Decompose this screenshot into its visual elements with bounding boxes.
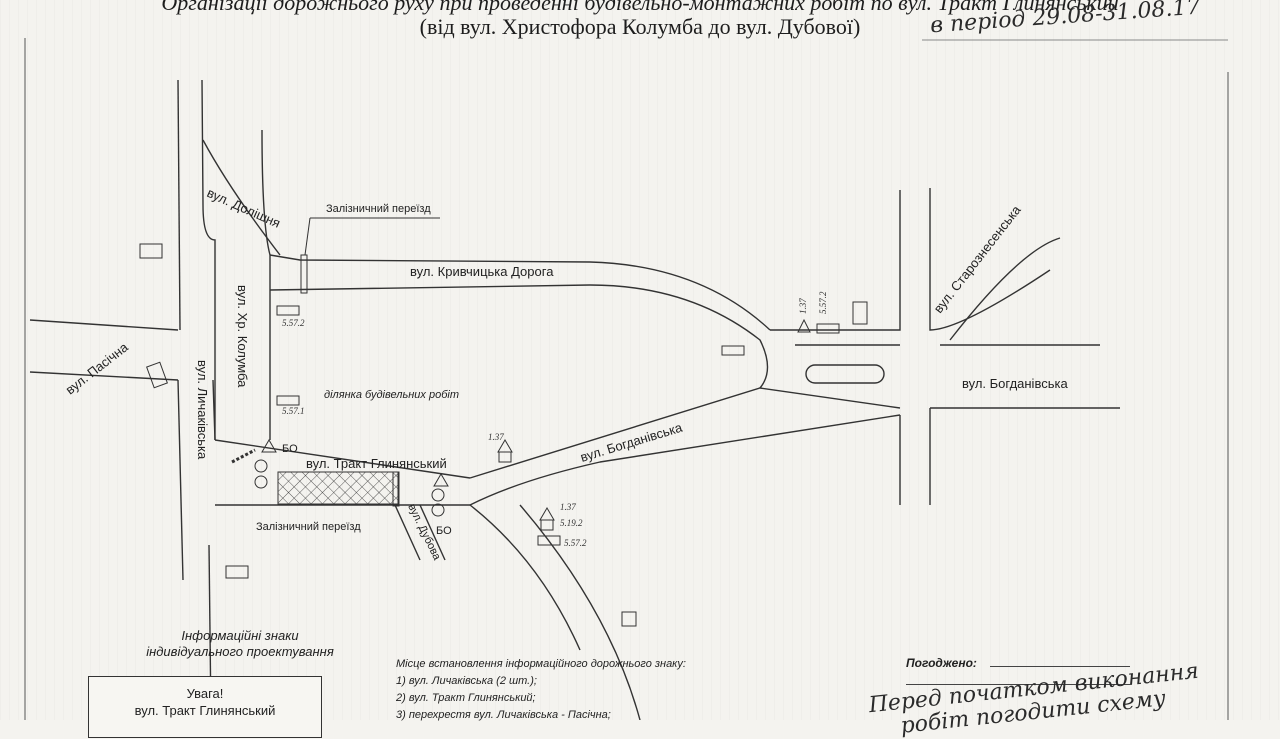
sign-code-5192: 5.19.2 (560, 518, 583, 528)
warning-triangle-icon-4 (261, 439, 277, 453)
info-sign-street: вул. Тракт Глинянський (134, 703, 276, 718)
street-label-glynianskyi: вул. Тракт Глинянський (306, 456, 447, 471)
document-title: Організації дорожнього руху при проведен… (161, 0, 1119, 15)
scan-background (0, 0, 1280, 720)
traffic-scheme-map: вул. Пасічна вул. Личаківська вул. Хр. К… (24, 38, 1229, 720)
info-signs-title: Інформаційні знаки індивідуального проек… (146, 628, 334, 659)
sign-code-5571: 5.57.1 (282, 406, 305, 416)
sign-5572-icon-3 (816, 323, 840, 334)
street-label-lychakivska: вул. Личаківська (195, 360, 210, 460)
street-label-staroznesenska: вул. Старознесенська (931, 202, 1025, 316)
work-zone-label: ділянка будівельних робіт (324, 389, 459, 401)
sign-5192-icon (498, 451, 512, 463)
no-entry-icon-4 (431, 503, 445, 517)
agreed-label: Погоджено: (906, 656, 977, 670)
sign-code-5572-b: 5.57.2 (564, 538, 587, 548)
rail-crossing-bottom-label: Залізничний переїзд (256, 521, 361, 533)
info-board-icon-2 (139, 243, 163, 259)
street-label-dolishnia: вул. Долішня (205, 185, 283, 231)
warning-triangle-icon-3 (797, 318, 811, 333)
road-edges (29, 79, 1120, 720)
info-sign-heading: Увага! (186, 686, 224, 701)
street-label-kryvchytska: вул. Кривчицька Дорога (410, 264, 554, 279)
sign-icons (139, 243, 868, 627)
bo-label-left: БО (282, 443, 298, 455)
street-label-bohdanivska-right: вул. Богданівська (962, 376, 1068, 391)
sign-5571-icon (276, 395, 300, 406)
fence-marker-icon (231, 448, 256, 464)
info-board-icon-3 (225, 565, 249, 579)
no-entry-icon (254, 459, 268, 473)
info-sign-box: Увага! вул. Тракт Глинянський (88, 676, 322, 738)
sign-code-137-b: 1.37 (560, 502, 576, 512)
sign-5571-icon-2 (721, 345, 745, 356)
rail-crossing-bottom-marker (392, 471, 400, 507)
street-label-bohdanivska-diagonal: вул. Богданівська (578, 419, 684, 464)
agreed-signature-line-2 (906, 684, 1130, 685)
work-zone-area (277, 471, 399, 505)
no-entry-icon-2 (254, 475, 268, 489)
rail-crossing-top-marker (300, 254, 308, 294)
info-board-icon-5 (146, 361, 168, 389)
document-subtitle: (від вул. Христофора Колумба до вул. Дуб… (419, 14, 861, 39)
warning-triangle-icon-2 (539, 507, 555, 521)
sign-5572-icon-2 (537, 535, 561, 546)
sign-code-5572: 5.57.2 (282, 318, 305, 328)
sign-5572-icon (276, 305, 300, 316)
sign-code-5572-c: 5.57.2 (818, 291, 828, 314)
sign-code-137: 1.37 (488, 432, 504, 442)
placement-list: Місце встановлення інформаційного дорожн… (396, 658, 686, 721)
no-entry-icon-3 (431, 488, 445, 502)
sign-code-137-c: 1.37 (798, 298, 808, 314)
warning-triangle-icon-5 (433, 473, 449, 487)
rail-crossing-top-label: Залізничний переїзд (326, 203, 431, 215)
info-board-icon (852, 301, 868, 325)
street-label-pasichna: вул. Пасічна (63, 339, 132, 397)
agreed-signature-line (990, 666, 1130, 667)
street-label-kolumba: вул. Хр. Колумба (235, 285, 250, 388)
bo-label-right: БО (436, 525, 452, 537)
sign-5192-icon-2 (540, 519, 554, 531)
info-board-icon-4 (621, 611, 637, 627)
